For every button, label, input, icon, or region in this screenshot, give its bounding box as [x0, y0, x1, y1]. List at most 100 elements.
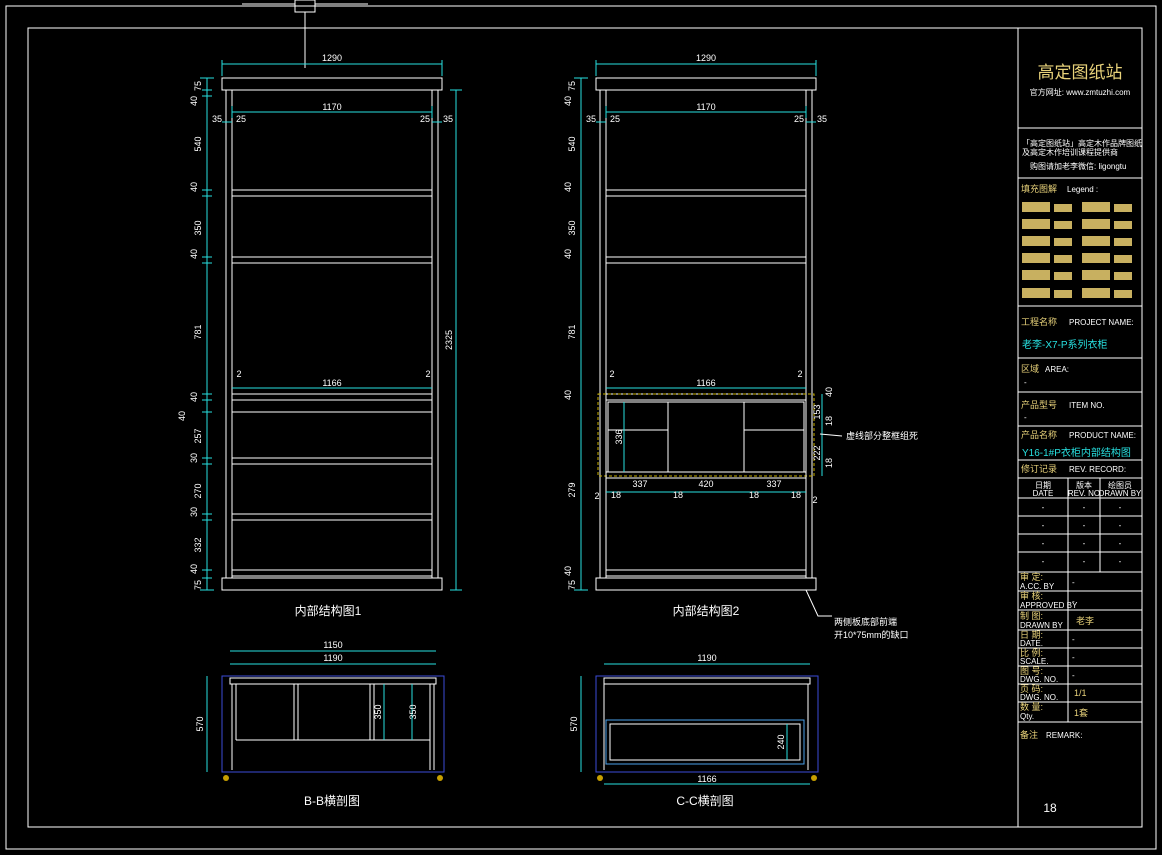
- elevation-2: 1290 1170 35 25 25 35 1166 2 2 336 75 40…: [563, 53, 918, 640]
- elev2-right-dim-3: 222: [812, 445, 822, 460]
- elev2-h10: 75: [567, 580, 577, 590]
- elev2-dashed-frame: [597, 393, 815, 477]
- section-c: 1190 1166 570 240 C-C横剖图: [569, 653, 819, 808]
- secc-height: 570: [569, 716, 579, 731]
- svg-text:1/1: 1/1: [1074, 688, 1087, 698]
- elev2-bottom-dim-6: 337: [766, 479, 781, 489]
- area-label: 区域: [1021, 363, 1039, 374]
- brand-title: 高定图纸站: [1038, 63, 1123, 82]
- elev2-h2: 540: [567, 136, 577, 151]
- elev2-note-bottom-line1: 两侧板底部前端: [834, 616, 897, 627]
- elev2-left-offset-b: 25: [610, 114, 620, 124]
- elev2-right-dim-1: 153: [812, 404, 822, 419]
- rev-r2-c0: -: [1042, 539, 1045, 548]
- elev2-left-offset-a: 35: [586, 114, 596, 124]
- elev1-h2: 540: [193, 136, 203, 151]
- project-value: 老李-X7-P系列衣柜: [1022, 338, 1108, 351]
- secc-outer-width: 1190: [697, 653, 716, 663]
- svg-text:数 量:: 数 量:: [1020, 701, 1043, 712]
- rev-r3-c1: -: [1083, 557, 1086, 566]
- elev2-right-offset-a: 25: [794, 114, 804, 124]
- secb-inner-width: 1190: [323, 653, 342, 663]
- area-label-en: AREA:: [1045, 365, 1069, 374]
- elev1-right-offset-b: 35: [443, 114, 453, 124]
- elev1-mid-width: 1166: [322, 378, 341, 388]
- area-value: -: [1024, 378, 1027, 387]
- elev1-h4: 350: [193, 220, 203, 235]
- remark-label-en: REMARK:: [1046, 731, 1082, 740]
- item-value: -: [1024, 413, 1027, 422]
- elev2-bottom-dim-7: 18: [791, 490, 801, 500]
- field-qty: 数 量: Qty. 1套: [1020, 701, 1088, 721]
- item-label-en: ITEM NO.: [1069, 401, 1105, 410]
- elev2-right-dim-2: 18: [824, 416, 834, 426]
- field-drawn: 制 图: DRAWN BY 老李: [1020, 610, 1094, 630]
- elev2-note-bottom-line2: 开10*75mm的缺口: [834, 629, 909, 640]
- elev1-mid-gap-right: 2: [425, 369, 430, 379]
- svg-text:APPROVED BY: APPROVED BY: [1020, 601, 1078, 610]
- field-page: 页 码: DWG. NO. 1/1: [1020, 684, 1087, 702]
- svg-text:SCALE.: SCALE.: [1020, 657, 1048, 666]
- outer-frame: [5, 5, 1157, 850]
- legend-label: 填充图解: [1021, 183, 1057, 194]
- elev1-mid-gap-left: 2: [236, 369, 241, 379]
- svg-text:-: -: [1072, 597, 1075, 606]
- product-label-en: PRODUCT NAME:: [1069, 431, 1136, 440]
- elev2-bottom-dim-8: 2: [812, 495, 817, 505]
- elev2-note-dashed: 虚线部分整框组死: [846, 430, 918, 441]
- rev-head-by-en: DRAWN BY: [1099, 489, 1142, 498]
- sheet-number: 18: [1043, 801, 1057, 815]
- elev1-h10: 30: [189, 453, 199, 463]
- elev2-top-width: 1290: [696, 53, 716, 63]
- field-date: 日 期: DATE. -: [1020, 630, 1075, 648]
- svg-text:Qty.: Qty.: [1020, 712, 1034, 721]
- elev1-h11: 270: [193, 483, 203, 498]
- elev1-h9: 257: [193, 428, 203, 443]
- elev2-bottom-dim-3: 18: [673, 490, 683, 500]
- svg-text:制 图:: 制 图:: [1020, 610, 1043, 621]
- elev2-h6: 781: [567, 324, 577, 339]
- elev2-h5: 40: [563, 249, 573, 259]
- secb-caption: B-B横剖图: [304, 794, 360, 808]
- elev1-h14: 40: [189, 564, 199, 574]
- svg-text:页 码:: 页 码:: [1020, 684, 1043, 694]
- product-value: Y16-1#P衣柜内部结构图: [1022, 446, 1131, 459]
- revision-label: 修订记录: [1021, 463, 1057, 474]
- svg-text:A.CC. BY: A.CC. BY: [1020, 582, 1055, 591]
- svg-text:老李: 老李: [1076, 615, 1094, 626]
- elev2-inner-width: 1170: [696, 102, 715, 112]
- rev-head-no-cn: 版本: [1076, 480, 1092, 490]
- title-block: 高定图纸站 官方网址: www.zmtuzhi.com 「高定图纸站」高定木作品…: [1017, 28, 1142, 827]
- elev1-h5: 40: [189, 249, 199, 259]
- svg-text:1套: 1套: [1074, 707, 1088, 718]
- svg-text:DWG. NO.: DWG. NO.: [1020, 693, 1058, 702]
- field-approved: 审 核: APPROVED BY -: [1020, 590, 1078, 610]
- rev-r2-c1: -: [1083, 539, 1086, 548]
- elev1-inner-width: 1170: [322, 102, 341, 112]
- field-acc: 审 定: A.CC. BY -: [1020, 571, 1075, 591]
- project-label-en: PROJECT NAME:: [1069, 318, 1134, 327]
- secb-dim-0: 350: [373, 704, 383, 719]
- remark-label: 备注: [1020, 729, 1038, 740]
- svg-text:-: -: [1072, 671, 1075, 680]
- svg-text:DWG. NO.: DWG. NO.: [1020, 675, 1058, 684]
- secc-dim: 240: [776, 734, 786, 749]
- rev-r1-c2: -: [1119, 521, 1122, 530]
- elevation-1: 1290 1170 35 25 25 35 1166 2 2 75 40 540…: [177, 53, 462, 618]
- svg-text:比 例:: 比 例:: [1020, 647, 1043, 658]
- elev2-right-offset-b: 35: [817, 114, 827, 124]
- elev1-h1: 40: [189, 96, 199, 106]
- elev2-bottom-dim-4: 420: [698, 479, 713, 489]
- promo-line2: 及高定木作培训课程提供商: [1022, 147, 1118, 157]
- field-scale: 比 例: SCALE. -: [1020, 647, 1075, 666]
- rev-head-no-en: REV. NO: [1068, 489, 1100, 498]
- elev2-right-dim-0: 40: [824, 387, 834, 397]
- promo-line1: 「高定图纸站」高定木作品牌图纸: [1022, 138, 1142, 148]
- elev2-h1: 40: [563, 96, 573, 106]
- svg-text:日 期:: 日 期:: [1020, 630, 1043, 640]
- elev2-drawer-width: 1166: [696, 378, 715, 388]
- section-b: 1150 1190 570 350 350 B-B横剖图: [195, 640, 445, 808]
- elev2-h9: 40: [563, 566, 573, 576]
- elev1-left-offset-b: 25: [236, 114, 246, 124]
- elev1-caption: 内部结构图1: [295, 603, 362, 618]
